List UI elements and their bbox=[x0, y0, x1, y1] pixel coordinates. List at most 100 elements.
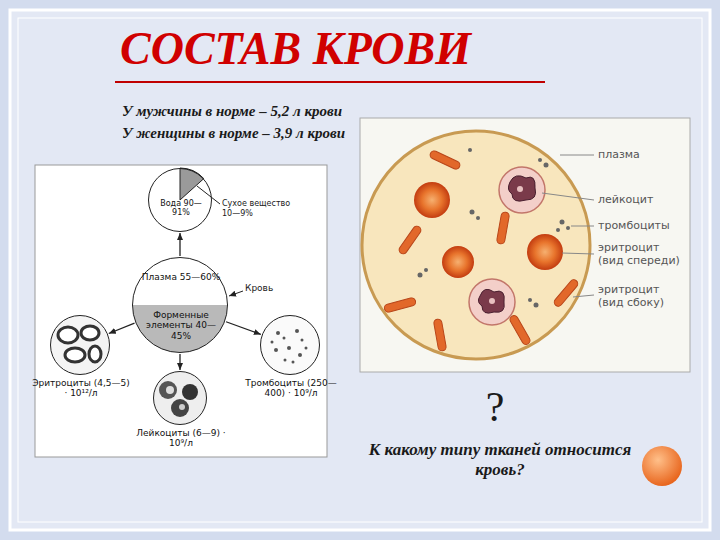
leukocyte bbox=[469, 279, 515, 325]
platelet-picture bbox=[295, 329, 299, 333]
erythrocyte-front bbox=[442, 246, 474, 278]
slide-frame bbox=[10, 10, 710, 530]
platelets bbox=[538, 158, 542, 162]
erythrocyte-side bbox=[384, 150, 580, 352]
platelet-picture bbox=[287, 346, 291, 350]
leader-lines bbox=[571, 226, 594, 227]
platelets bbox=[534, 303, 539, 308]
cell-label: лейкоцит bbox=[598, 193, 653, 206]
platelet-picture bbox=[301, 339, 304, 342]
cell-label: эритроцит (вид сбоку) bbox=[598, 283, 688, 309]
platelets bbox=[418, 273, 423, 278]
blood-label: Кровь bbox=[245, 283, 273, 294]
platelets bbox=[556, 228, 560, 232]
leukocyte-circle: Лейкоциты (6—9) · 10⁹/л bbox=[153, 371, 207, 425]
leukocyte bbox=[469, 167, 545, 325]
slide-title: СОСТАВ КРОВИ bbox=[120, 24, 471, 75]
platelet-picture bbox=[271, 341, 274, 344]
blood-smear-picture bbox=[362, 131, 590, 359]
question-mark: ? bbox=[470, 382, 520, 432]
erythrocyte-picture bbox=[65, 348, 85, 362]
erythrocyte-front bbox=[527, 234, 563, 270]
leukocyte-picture bbox=[182, 384, 198, 400]
cell-label: тромбоциты bbox=[598, 219, 670, 232]
platelets bbox=[476, 216, 480, 220]
erythrocyte-picture bbox=[51, 316, 109, 374]
deco-orb bbox=[642, 446, 682, 486]
leukocyte-picture bbox=[154, 372, 206, 424]
scheme-panel bbox=[35, 165, 327, 457]
platelets bbox=[544, 163, 549, 168]
question-text: К какому типу тканей относится кровь? bbox=[360, 440, 640, 481]
note-text: У мужчины в норме – 5,2 л крови bbox=[122, 102, 342, 120]
blood-smear-picture bbox=[384, 148, 580, 351]
platelets bbox=[468, 148, 472, 152]
slide-frame bbox=[10, 10, 710, 530]
platelet-picture bbox=[276, 331, 280, 335]
platelet-picture bbox=[298, 353, 302, 357]
cell-caption: Лейкоциты (6—9) · 10⁹/л bbox=[131, 428, 231, 449]
platelet-picture bbox=[261, 316, 319, 374]
leukocyte-picture bbox=[171, 399, 189, 417]
platelet-picture bbox=[283, 337, 286, 340]
platelets bbox=[424, 268, 428, 272]
platelet-picture bbox=[284, 359, 287, 362]
slide-frame bbox=[18, 18, 702, 522]
erythrocyte-picture bbox=[58, 327, 78, 343]
leukocyte bbox=[508, 176, 535, 201]
blood-smear-picture bbox=[360, 118, 690, 372]
leukocyte bbox=[478, 289, 504, 313]
leader-lines bbox=[562, 253, 594, 254]
platelets bbox=[528, 298, 532, 302]
erythrocyte-picture bbox=[81, 326, 99, 340]
erythrocyte-side bbox=[509, 314, 532, 346]
erythrocyte-front bbox=[414, 182, 450, 218]
erythrocyte-side bbox=[553, 278, 580, 308]
leukocyte bbox=[517, 186, 523, 192]
leukocyte bbox=[489, 298, 495, 304]
note-text: У женщины в норме – 3,9 л крови bbox=[122, 124, 345, 142]
scheme-panel bbox=[180, 168, 204, 200]
platelet-picture bbox=[274, 348, 278, 352]
erythrocyte-circle: Эритроциты (4,5—5) · 10¹²/л bbox=[50, 315, 110, 375]
platelets bbox=[566, 226, 570, 230]
platelets bbox=[560, 220, 565, 225]
leukocyte-picture bbox=[159, 381, 177, 399]
leader-lines bbox=[573, 295, 594, 297]
leader-lines bbox=[542, 193, 594, 200]
erythrocyte-side bbox=[429, 150, 461, 171]
platelets bbox=[470, 210, 475, 215]
connector-arrow bbox=[179, 233, 180, 256]
blood-smear-picture bbox=[360, 118, 690, 372]
erythrocyte-side bbox=[384, 297, 417, 313]
slide-frame bbox=[115, 81, 545, 83]
pie-text: Вода 90—91% bbox=[155, 199, 207, 217]
plasma-pie: Вода 90—91% bbox=[148, 168, 212, 232]
blood-circle: Плазма 55—60% Форменные элементы 40—45% bbox=[132, 257, 228, 353]
platelet-picture bbox=[261, 316, 319, 374]
platelet-circle: Тромбоциты (250—400) · 10⁹/л bbox=[260, 315, 320, 375]
connector-arrow bbox=[179, 354, 180, 370]
platelet-picture bbox=[305, 347, 308, 350]
erythrocyte-side bbox=[496, 212, 509, 245]
circle-text: Плазма 55—60% bbox=[141, 272, 221, 282]
connector-arrow bbox=[226, 322, 261, 335]
scheme-panel bbox=[229, 291, 243, 296]
erythrocyte-picture bbox=[89, 346, 101, 362]
platelet-picture bbox=[292, 361, 295, 364]
erythrocyte-side bbox=[433, 319, 446, 352]
leukocyte bbox=[499, 167, 545, 213]
leukocyte-picture bbox=[154, 372, 206, 424]
scheme-panel bbox=[35, 165, 327, 457]
erythrocyte-picture bbox=[51, 316, 109, 374]
erythrocyte-side bbox=[398, 225, 423, 256]
pie-label: Сухое вещество 10—9% bbox=[222, 199, 294, 218]
leader-lines bbox=[542, 155, 594, 297]
leukocyte-picture bbox=[179, 404, 185, 410]
leader-lines bbox=[560, 155, 594, 156]
connector-arrow bbox=[109, 323, 135, 333]
leukocyte-picture bbox=[166, 386, 174, 394]
circle-text: Форменные элементы 40—45% bbox=[141, 310, 221, 341]
cell-caption: Тромбоциты (250—400) · 10⁹/л bbox=[241, 378, 341, 399]
